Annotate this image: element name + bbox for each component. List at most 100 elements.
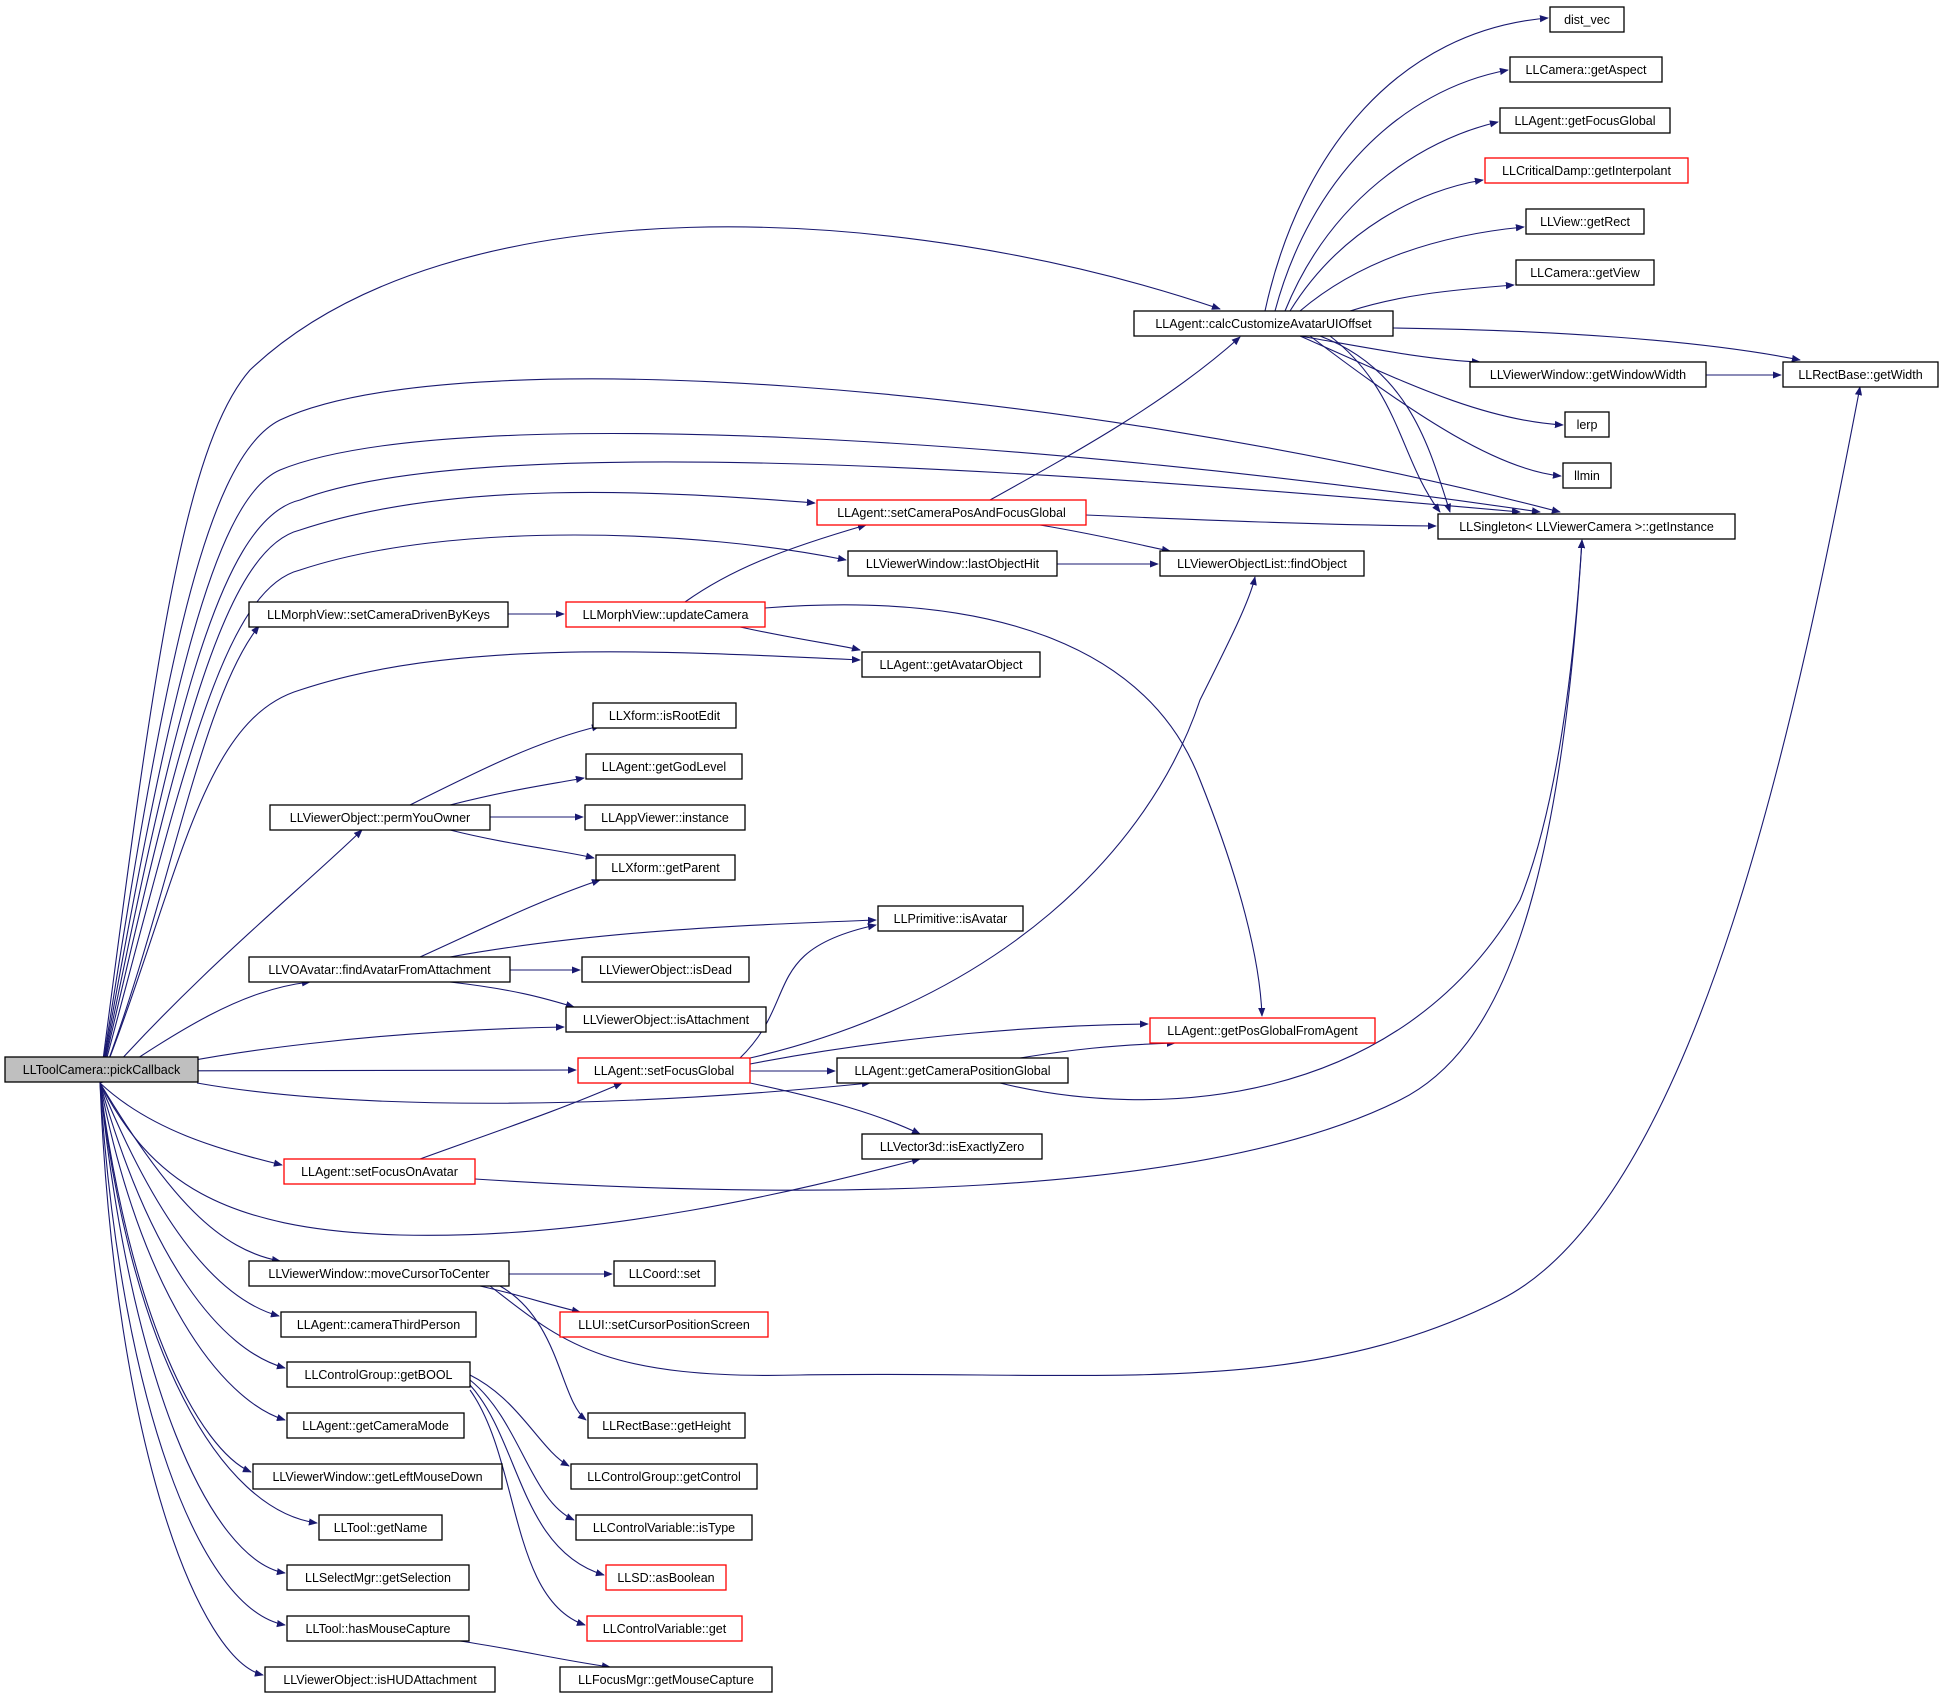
node-box[interactable] [559, 1666, 773, 1693]
node-godlevel[interactable]: LLAgent::getGodLevel [585, 753, 743, 780]
node-box[interactable] [252, 1463, 503, 1490]
node-winwidth[interactable]: LLViewerWindow::getWindowWidth [1469, 361, 1707, 388]
node-box[interactable] [877, 905, 1024, 932]
node-lastobj[interactable]: LLViewerWindow::lastObjectHit [847, 550, 1058, 577]
node-box[interactable] [286, 1615, 470, 1642]
node-box[interactable] [1549, 6, 1625, 33]
node-llmin[interactable]: llmin [1562, 462, 1612, 489]
node-isrootedit[interactable]: LLXform::isRootEdit [592, 702, 737, 729]
node-getcontrol[interactable]: LLControlGroup::getControl [570, 1463, 758, 1490]
node-box[interactable] [1437, 513, 1736, 540]
node-toolname[interactable]: LLTool::getName [318, 1514, 443, 1541]
node-iszero[interactable]: LLVector3d::isExactlyZero [861, 1133, 1043, 1160]
node-istype[interactable]: LLControlVariable::isType [575, 1514, 753, 1541]
node-root[interactable]: LLToolCamera::pickCallback [4, 1056, 199, 1083]
node-box[interactable] [570, 1463, 758, 1490]
node-box[interactable] [836, 1057, 1069, 1084]
node-avatarobj[interactable]: LLAgent::getAvatarObject [861, 651, 1041, 678]
node-isattach[interactable]: LLViewerObject::isAttachment [565, 1006, 767, 1033]
node-box[interactable] [286, 1412, 465, 1439]
node-box[interactable] [585, 753, 743, 780]
node-focusavatar[interactable]: LLAgent::setFocusOnAvatar [283, 1158, 476, 1185]
node-findavatar[interactable]: LLVOAvatar::findAvatarFromAttachment [248, 956, 511, 983]
node-box[interactable] [248, 956, 511, 983]
node-selection[interactable]: LLSelectMgr::getSelection [286, 1564, 470, 1591]
node-viewrect[interactable]: LLView::getRect [1525, 208, 1645, 235]
node-box[interactable] [565, 1006, 767, 1033]
node-distvec[interactable]: dist_vec [1549, 6, 1625, 33]
node-box[interactable] [587, 1412, 746, 1439]
node-leftmouse[interactable]: LLViewerWindow::getLeftMouseDown [252, 1463, 503, 1490]
node-box[interactable] [605, 1564, 727, 1591]
node-focusglobal[interactable]: LLAgent::getFocusGlobal [1499, 107, 1671, 134]
node-setcampos[interactable]: LLAgent::setCameraPosAndFocusGlobal [816, 499, 1087, 526]
node-box[interactable] [1484, 157, 1689, 184]
node-box[interactable] [592, 702, 737, 729]
node-box[interactable] [248, 1260, 510, 1287]
node-box[interactable] [861, 651, 1041, 678]
node-appinst[interactable]: LLAppViewer::instance [584, 804, 746, 831]
node-lerp[interactable]: lerp [1564, 411, 1610, 438]
node-coordset[interactable]: LLCoord::set [613, 1260, 716, 1287]
node-box[interactable] [613, 1260, 716, 1287]
node-calc[interactable]: LLAgent::calcCustomizeAvatarUIOffset [1133, 310, 1394, 337]
node-rectheight[interactable]: LLRectBase::getHeight [587, 1412, 746, 1439]
node-box[interactable] [1515, 259, 1655, 286]
node-box[interactable] [1159, 550, 1365, 577]
node-isdead[interactable]: LLViewerObject::isDead [581, 956, 750, 983]
node-box[interactable] [1469, 361, 1707, 388]
node-box[interactable] [559, 1311, 769, 1338]
node-thirdperson[interactable]: LLAgent::cameraThirdPerson [280, 1311, 477, 1338]
node-box[interactable] [286, 1361, 471, 1388]
node-rectwidth[interactable]: LLRectBase::getWidth [1782, 361, 1939, 388]
node-getbool[interactable]: LLControlGroup::getBOOL [286, 1361, 471, 1388]
node-box[interactable] [581, 956, 750, 983]
node-hascapture[interactable]: LLTool::hasMouseCapture [286, 1615, 470, 1642]
node-findobj[interactable]: LLViewerObjectList::findObject [1159, 550, 1365, 577]
node-camview[interactable]: LLCamera::getView [1515, 259, 1655, 286]
node-setcamkeys[interactable]: LLMorphView::setCameraDrivenByKeys [248, 601, 509, 628]
node-updatecam[interactable]: LLMorphView::updateCamera [565, 601, 766, 628]
node-camaspect[interactable]: LLCamera::getAspect [1509, 56, 1663, 83]
node-box[interactable] [286, 1564, 470, 1591]
node-box[interactable] [248, 601, 509, 628]
node-box[interactable] [280, 1311, 477, 1338]
node-cammode[interactable]: LLAgent::getCameraMode [286, 1412, 465, 1439]
node-box[interactable] [861, 1133, 1043, 1160]
node-movecursor[interactable]: LLViewerWindow::moveCursorToCenter [248, 1260, 510, 1287]
node-box[interactable] [1499, 107, 1671, 134]
node-singleton[interactable]: LLSingleton< LLViewerCamera >::getInstan… [1437, 513, 1736, 540]
node-posfromagent[interactable]: LLAgent::getPosGlobalFromAgent [1149, 1017, 1376, 1044]
node-box[interactable] [1782, 361, 1939, 388]
node-ctrlget[interactable]: LLControlVariable::get [586, 1615, 743, 1642]
node-asbool[interactable]: LLSD::asBoolean [605, 1564, 727, 1591]
node-mousecapture[interactable]: LLFocusMgr::getMouseCapture [559, 1666, 773, 1693]
node-critdamp[interactable]: LLCriticalDamp::getInterpolant [1484, 157, 1689, 184]
node-setfocus[interactable]: LLAgent::setFocusGlobal [577, 1057, 751, 1084]
node-isavatar[interactable]: LLPrimitive::isAvatar [877, 905, 1024, 932]
node-box[interactable] [565, 601, 766, 628]
node-box[interactable] [847, 550, 1058, 577]
node-hudattach[interactable]: LLViewerObject::isHUDAttachment [264, 1666, 496, 1693]
node-box[interactable] [1509, 56, 1663, 83]
node-box[interactable] [1562, 462, 1612, 489]
node-box[interactable] [816, 499, 1087, 526]
node-box[interactable] [1149, 1017, 1376, 1044]
node-box[interactable] [283, 1158, 476, 1185]
node-setcursor[interactable]: LLUI::setCursorPositionScreen [559, 1311, 769, 1338]
node-box[interactable] [1564, 411, 1610, 438]
node-campos[interactable]: LLAgent::getCameraPositionGlobal [836, 1057, 1069, 1084]
node-box[interactable] [586, 1615, 743, 1642]
node-box[interactable] [318, 1514, 443, 1541]
node-box[interactable] [264, 1666, 496, 1693]
node-box[interactable] [577, 1057, 751, 1084]
node-box[interactable] [1133, 310, 1394, 337]
node-box[interactable] [584, 804, 746, 831]
node-box[interactable] [595, 854, 736, 881]
node-permowner[interactable]: LLViewerObject::permYouOwner [269, 804, 491, 831]
node-box[interactable] [575, 1514, 753, 1541]
node-box[interactable] [269, 804, 491, 831]
node-box[interactable] [4, 1056, 199, 1083]
node-getparent[interactable]: LLXform::getParent [595, 854, 736, 881]
node-box[interactable] [1525, 208, 1645, 235]
